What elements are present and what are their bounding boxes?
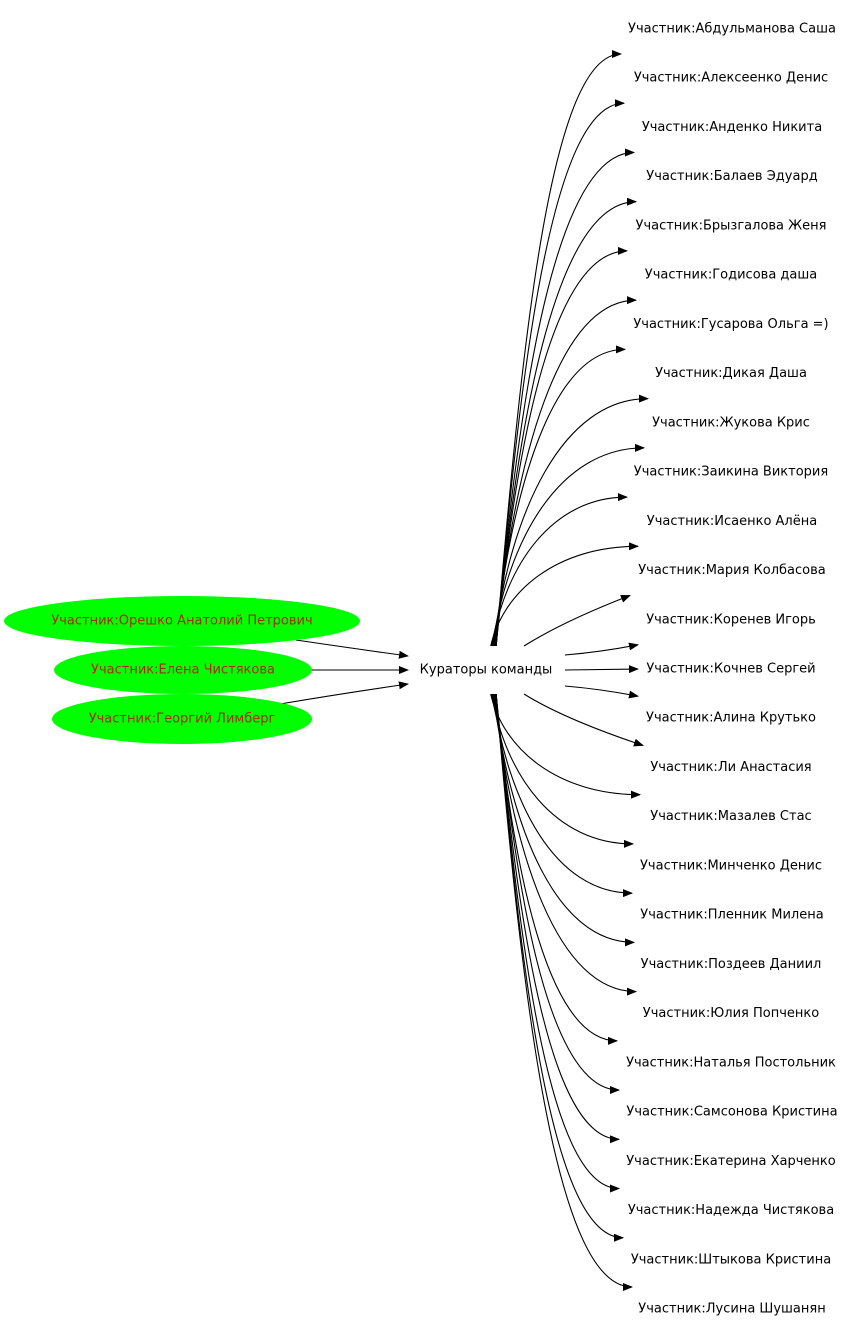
target-node[interactable]: Участник:Абдульманова Саша xyxy=(628,22,836,37)
edge-hub-to-target xyxy=(523,693,644,747)
target-node[interactable]: Участник:Брызгалова Женя xyxy=(636,218,827,233)
edge-hub-to-target xyxy=(495,148,635,647)
target-node-label: Участник:Лусина Шушанян xyxy=(638,1301,825,1316)
target-node[interactable]: Участник:Исаенко Алёна xyxy=(647,514,817,529)
target-node-label: Участник:Абдульманова Саша xyxy=(628,22,836,37)
target-node[interactable]: Участник:Пленник Милена xyxy=(640,908,823,923)
edge-hub-to-target xyxy=(495,50,622,647)
edge-hub-to-target xyxy=(491,693,634,848)
target-node[interactable]: Участник:Мазалев Стас xyxy=(650,809,811,824)
target-node-label: Участник:Штыкова Кристина xyxy=(631,1252,831,1267)
target-node[interactable]: Участник:Жукова Крис xyxy=(652,415,810,430)
hub-node-label: Кураторы команды xyxy=(420,663,553,678)
target-node[interactable]: Участник:Кочнев Сергей xyxy=(646,661,815,676)
source-node[interactable]: Участник:Георгий Лимберг xyxy=(52,694,312,744)
target-node[interactable]: Участник:Самсонова Кристина xyxy=(626,1105,837,1120)
edge-hub-to-target xyxy=(495,197,637,647)
target-node[interactable]: Участник:Годисова даша xyxy=(645,268,817,283)
target-node[interactable]: Участник:Анденко Никита xyxy=(642,120,822,135)
source-node[interactable]: Участник:Елена Чистякова xyxy=(54,646,312,694)
target-node-label: Участник:Алина Крутько xyxy=(646,711,816,726)
source-node-shape xyxy=(52,694,312,744)
target-node-label: Участник:Минченко Денис xyxy=(640,858,822,873)
target-node-label: Участник:Ли Анастасия xyxy=(650,760,811,775)
target-node-label: Участник:Екатерина Харченко xyxy=(626,1154,836,1169)
source-node-label: Участник:Орешко Анатолий Петрович xyxy=(51,614,312,629)
edge-hub-to-target xyxy=(491,443,645,647)
edge-source-to-hub xyxy=(279,681,409,705)
edge-hub-to-target xyxy=(523,595,631,647)
edge-hub-to-target xyxy=(564,642,639,656)
target-node[interactable]: Участник:Екатерина Харченко xyxy=(626,1154,836,1169)
edge-hub-to-target xyxy=(495,693,620,1095)
edge-source-to-hub xyxy=(295,639,409,659)
target-node-label: Участник:Гусарова Ольга =) xyxy=(633,317,828,332)
target-node-label: Участник:Юлия Попченко xyxy=(643,1006,819,1021)
edge-hub-to-target xyxy=(493,345,626,647)
target-node[interactable]: Участник:Заикина Виктория xyxy=(634,465,828,480)
edge-hub-to-target xyxy=(492,693,635,947)
edge-hub-to-target xyxy=(494,296,637,647)
source-node-label: Участник:Георгий Лимберг xyxy=(89,712,276,727)
target-node[interactable]: Участник:Ли Анастасия xyxy=(650,760,811,775)
target-node-label: Участник:Мария Колбасова xyxy=(638,563,826,578)
target-node-label: Участник:Брызгалова Женя xyxy=(636,218,827,233)
source-node-shape xyxy=(4,596,360,646)
target-node[interactable]: Участник:Коренев Игорь xyxy=(646,612,816,627)
target-node[interactable]: Участник:Поздеев Даниил xyxy=(641,957,822,972)
edge-hub-to-target xyxy=(495,693,624,1242)
target-node[interactable]: Участник:Минченко Денис xyxy=(640,858,822,873)
target-node-label: Участник:Пленник Милена xyxy=(640,908,823,923)
target-node[interactable]: Участник:Гусарова Ольга =) xyxy=(633,317,828,332)
target-node-label: Участник:Дикая Даша xyxy=(655,366,807,381)
target-node-label: Участник:Балаев Эдуард xyxy=(646,169,817,184)
hub-node[interactable]: Кураторы команды xyxy=(420,663,553,678)
edge-hub-to-target xyxy=(564,685,639,699)
target-node[interactable]: Участник:Мария Колбасова xyxy=(638,563,826,578)
source-node[interactable]: Участник:Орешко Анатолий Петрович xyxy=(4,596,360,646)
target-node[interactable]: Участник:Балаев Эдуард xyxy=(646,169,817,184)
edge-hub-to-target xyxy=(495,693,633,1291)
target-node[interactable]: Участник:Наталья Постольник xyxy=(626,1055,836,1070)
source-nodes: Участник:Орешко Анатолий Петрович Участн… xyxy=(4,596,360,744)
source-node-shape xyxy=(54,646,312,694)
edges xyxy=(279,50,649,1291)
edge-hub-to-target xyxy=(490,542,639,647)
target-node-label: Участник:Наталья Постольник xyxy=(626,1055,836,1070)
edge-hub-to-target xyxy=(492,394,649,647)
edge-hub-to-target xyxy=(564,665,639,674)
target-node-label: Участник:Годисова даша xyxy=(645,268,817,283)
target-node[interactable]: Участник:Надежда Чистякова xyxy=(628,1203,834,1218)
target-node-label: Участник:Анденко Никита xyxy=(642,120,822,135)
target-node[interactable]: Участник:Алексеенко Денис xyxy=(634,71,828,86)
source-node-label: Участник:Елена Чистякова xyxy=(91,663,275,678)
target-node-label: Участник:Мазалев Стас xyxy=(650,809,811,824)
target-node-label: Участник:Исаенко Алёна xyxy=(647,514,817,529)
edge-hub-to-target xyxy=(495,99,625,647)
target-node-label: Участник:Жукова Крис xyxy=(652,415,810,430)
target-node[interactable]: Участник:Алина Крутько xyxy=(646,711,816,726)
target-node[interactable]: Участник:Лусина Шушанян xyxy=(638,1301,825,1316)
edge-hub-to-target xyxy=(495,693,620,1144)
target-node-label: Участник:Кочнев Сергей xyxy=(646,661,815,676)
edge-hub-to-target xyxy=(495,693,620,1193)
target-node-label: Участник:Заикина Виктория xyxy=(634,465,828,480)
target-node-label: Участник:Поздеев Даниил xyxy=(641,957,822,972)
edge-hub-to-target xyxy=(491,493,628,647)
target-node[interactable]: Участник:Штыкова Кристина xyxy=(631,1252,831,1267)
target-node[interactable]: Участник:Юлия Попченко xyxy=(643,1006,819,1021)
target-node-label: Участник:Надежда Чистякова xyxy=(628,1203,834,1218)
target-node-label: Участник:Коренев Игорь xyxy=(646,612,816,627)
target-node-label: Участник:Алексеенко Денис xyxy=(634,71,828,86)
target-node-label: Участник:Самсонова Кристина xyxy=(626,1105,837,1120)
target-node[interactable]: Участник:Дикая Даша xyxy=(655,366,807,381)
target-nodes: Участник:Абдульманова СашаУчастник:Алекс… xyxy=(626,22,838,1317)
